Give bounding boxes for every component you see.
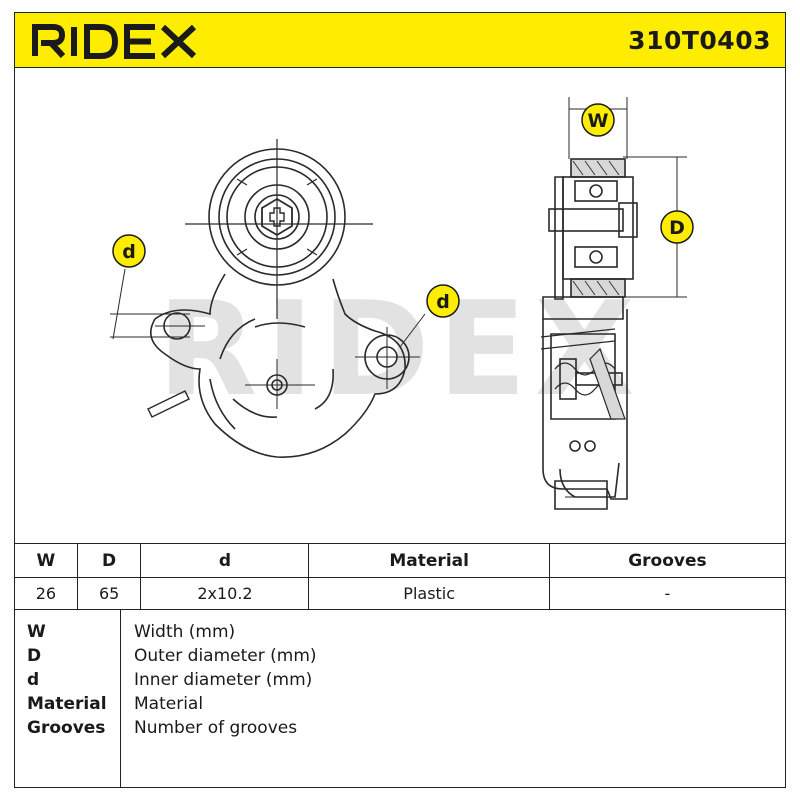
spec-table: W D d Material Grooves 26 65 2x10.2 Plas… (15, 543, 785, 610)
technical-drawing: RIDEX (15, 69, 785, 543)
spec-value-row: 26 65 2x10.2 Plastic - (15, 577, 785, 610)
dimension-badge-d-left: d (112, 234, 146, 268)
legend-key: d (27, 670, 40, 690)
spec-value-material: Plastic (308, 577, 550, 610)
ridex-logo (29, 21, 204, 64)
front-view (110, 139, 426, 458)
spec-value-grooves: - (548, 577, 785, 610)
dimension-badge-d-outer: D (660, 210, 694, 244)
svg-text:W: W (588, 110, 609, 132)
spec-header-w: W (15, 543, 78, 578)
legend-item: W Width (mm) (15, 622, 785, 646)
svg-text:D: D (669, 217, 685, 239)
ridex-logo-mark (32, 24, 197, 59)
legend-item: Grooves Number of grooves (15, 718, 785, 742)
watermark-text: RIDEX (157, 273, 642, 425)
spec-value-w: 26 (15, 577, 78, 610)
spec-header-d-inner: d (140, 543, 310, 578)
part-number: 310T0403 (628, 26, 771, 55)
legend-label: Width (mm) (134, 622, 236, 642)
legend-label: Inner diameter (mm) (134, 670, 313, 690)
legend-divider (120, 610, 121, 787)
spec-header-grooves: Grooves (548, 543, 785, 578)
legend-key: D (27, 646, 42, 666)
spec-value-d-inner: 2x10.2 (140, 577, 310, 610)
legend-item: D Outer diameter (mm) (15, 646, 785, 670)
spec-value-d-outer: 65 (76, 577, 142, 610)
header-bar: 310T0403 (15, 13, 785, 68)
legend-label: Number of grooves (134, 718, 298, 738)
side-view (540, 97, 687, 510)
dimension-badge-w: W (581, 103, 615, 137)
spec-header-d-outer: D (76, 543, 142, 578)
legend: W Width (mm) D Outer diameter (mm) d Inn… (15, 609, 785, 787)
svg-text:d: d (122, 241, 136, 263)
legend-key: Grooves (27, 718, 106, 738)
svg-text:d: d (436, 291, 450, 313)
tensioner-drawing: RIDEX (110, 97, 694, 510)
legend-label: Material (134, 694, 204, 714)
product-sheet: 310T0403 RIDEX (14, 12, 786, 788)
legend-item: d Inner diameter (mm) (15, 670, 785, 694)
legend-key: W (27, 622, 46, 642)
dimension-badge-d-right: d (426, 284, 460, 318)
spec-header-material: Material (308, 543, 550, 578)
legend-key: Material (27, 694, 107, 714)
legend-item: Material Material (15, 694, 785, 718)
legend-label: Outer diameter (mm) (134, 646, 317, 666)
spec-header-row: W D d Material Grooves (15, 543, 785, 578)
